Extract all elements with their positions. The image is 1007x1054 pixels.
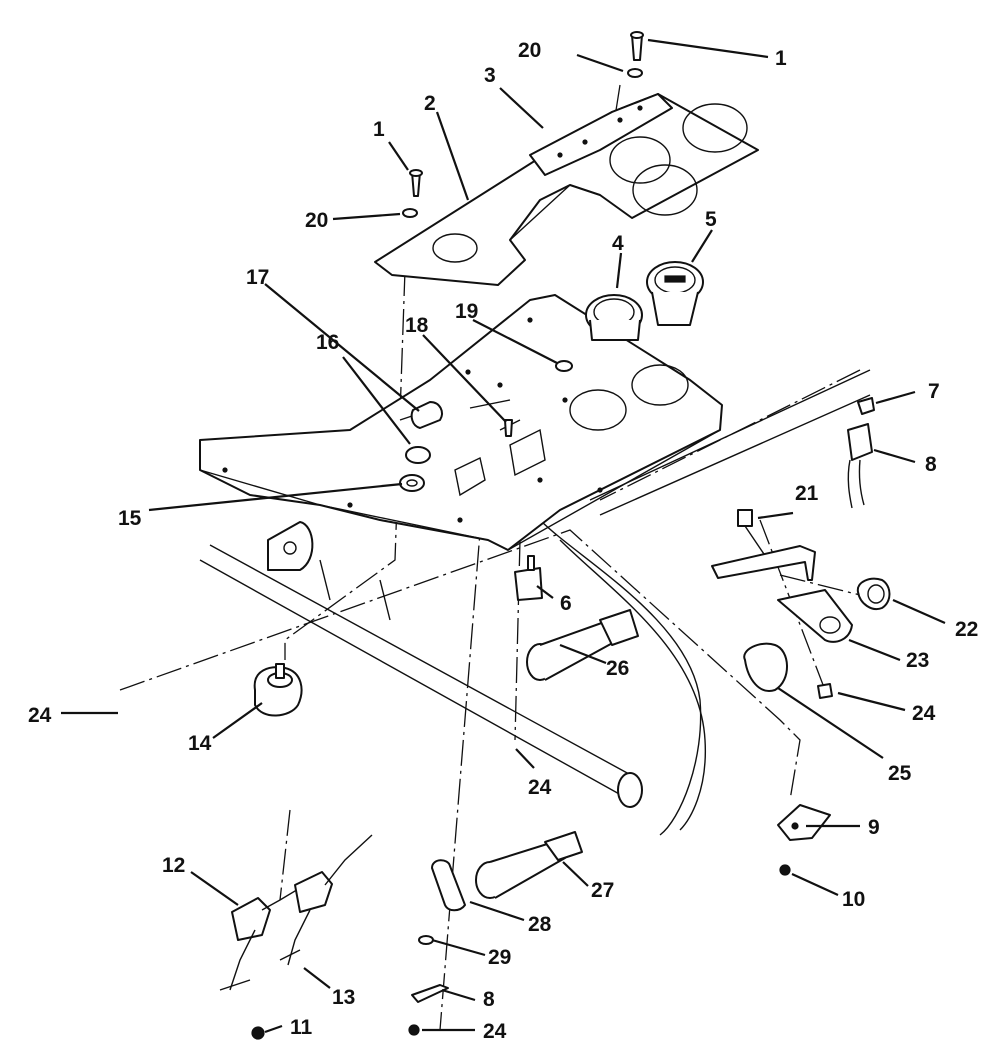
callout-29: 29: [488, 946, 511, 969]
bracket-plate: [529, 93, 673, 176]
screws-and-washers: [402, 31, 644, 218]
right-clip: [777, 804, 831, 876]
switch-and-light: [514, 555, 639, 681]
callout-3: 3: [484, 64, 496, 87]
leader-lines: [61, 38, 946, 1034]
frame-tubes: [199, 369, 871, 836]
callout-27: 27: [591, 879, 614, 902]
callout-7: 7: [928, 380, 940, 403]
callout-24b: 24: [528, 776, 552, 799]
callout-4: 4: [612, 232, 624, 255]
callout-11: 11: [290, 1016, 313, 1039]
gauge-plate: [374, 93, 759, 286]
callout-16: 16: [316, 331, 339, 354]
callout-25: 25: [888, 762, 912, 785]
lower-switches: [219, 834, 373, 1040]
bracket-assembly: [711, 509, 891, 699]
relay: [253, 663, 303, 717]
lower-light-and-clip: [408, 831, 583, 1036]
callout-21: 21: [795, 482, 819, 505]
dash-panel: [199, 294, 723, 551]
callout-1b: 1: [373, 118, 385, 141]
callout-20a: 20: [518, 39, 541, 62]
callout-24a: 24: [28, 704, 52, 727]
gauges: [585, 261, 704, 341]
callout-8b: 8: [483, 988, 495, 1011]
callout-19: 19: [455, 300, 478, 323]
callout-23: 23: [906, 649, 929, 672]
callout-12: 12: [162, 854, 185, 877]
callout-28: 28: [528, 913, 552, 936]
callout-9: 9: [868, 816, 880, 839]
callout-22: 22: [955, 618, 978, 641]
callout-8a: 8: [925, 453, 937, 476]
callout-13: 13: [332, 986, 355, 1009]
callout-14: 14: [188, 732, 212, 755]
callout-24d: 24: [483, 1020, 507, 1043]
callout-1a: 1: [775, 47, 787, 70]
callout-labels: 1 1 2 3 4 5 6 7 8 8 9 10 11 12 13 14 15 …: [28, 39, 978, 1043]
callout-20b: 20: [305, 209, 328, 232]
callout-17: 17: [246, 266, 269, 289]
right-connector: [847, 397, 875, 509]
callout-24c: 24: [912, 702, 936, 725]
callout-6: 6: [560, 592, 572, 615]
callout-18: 18: [405, 314, 429, 337]
callout-15: 15: [118, 507, 142, 530]
callout-26: 26: [606, 657, 629, 680]
callout-10: 10: [842, 888, 865, 911]
callout-5: 5: [705, 208, 717, 231]
panel-hardware: [399, 360, 573, 492]
callout-2: 2: [424, 92, 436, 115]
